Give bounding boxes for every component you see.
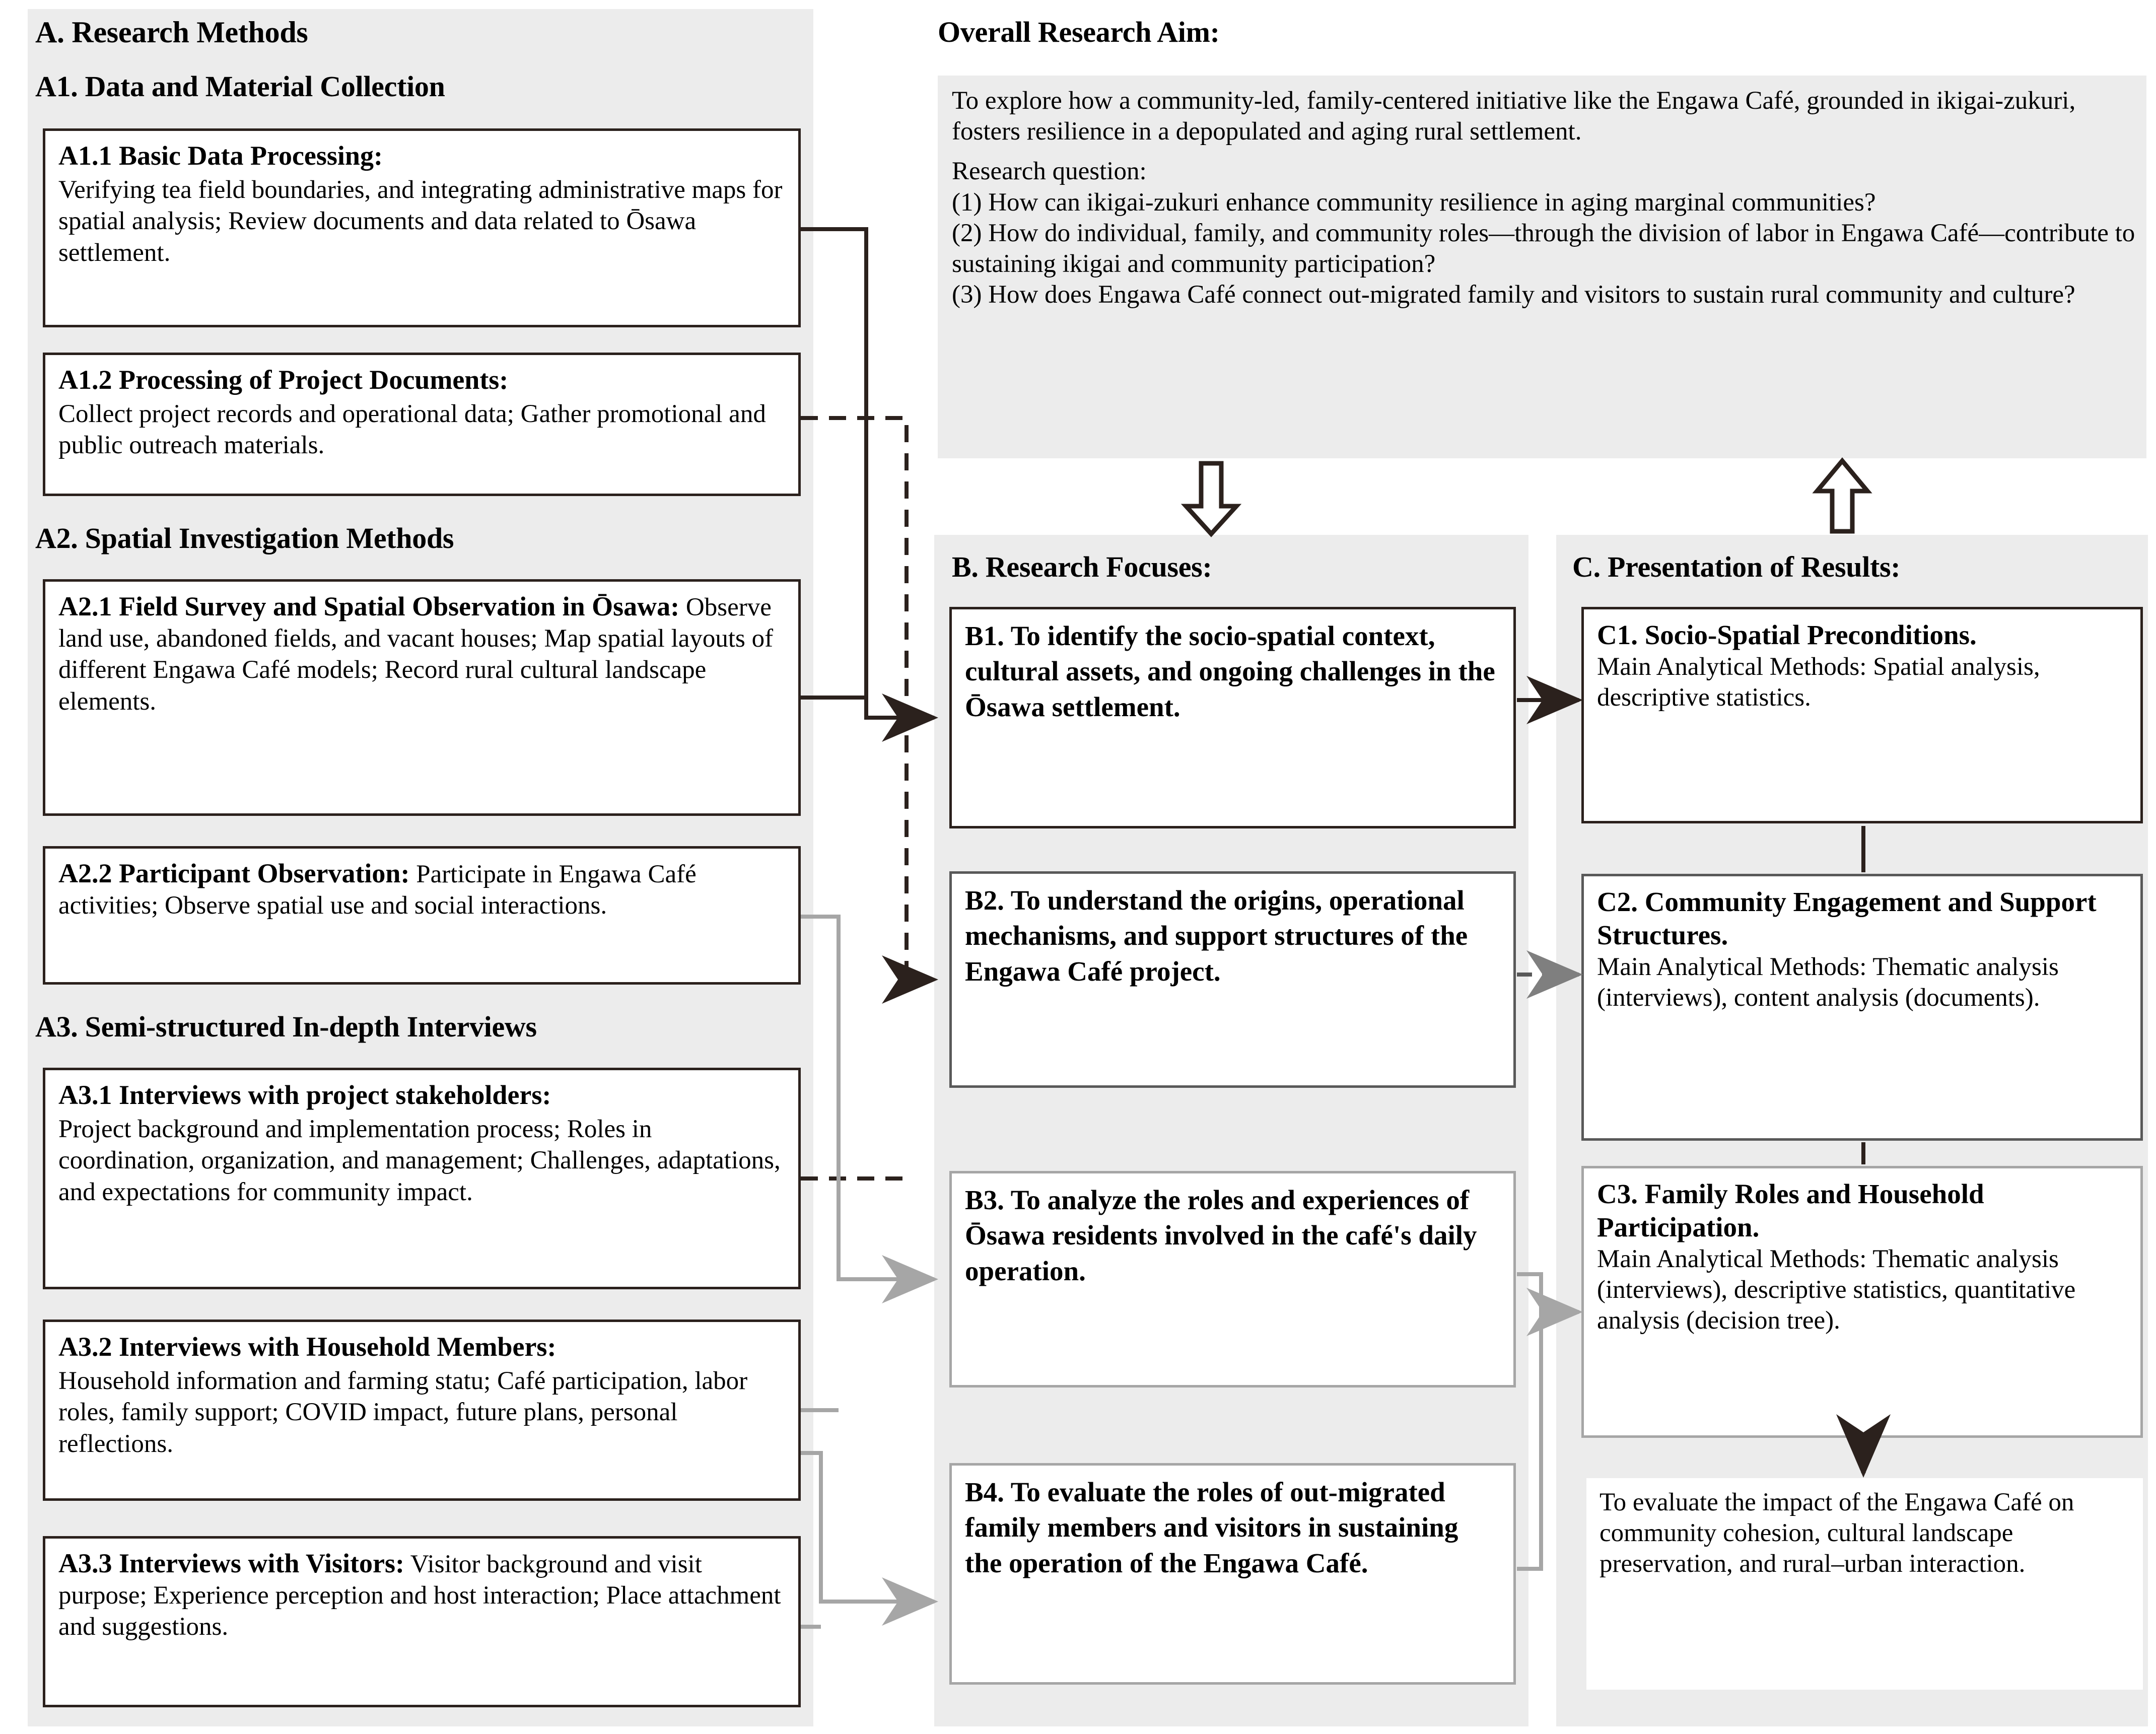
panel-aim-title: Overall Research Aim: (938, 16, 1220, 48)
box-a3-1-body: Project background and implementation pr… (58, 1115, 781, 1206)
box-a1-1-body: Verifying tea field boundaries, and inte… (58, 176, 783, 267)
wire-a-to-b3 (801, 915, 938, 1412)
block-arrow-up-c-to-aim (1812, 457, 1872, 534)
research-question-3: (3) How does Engawa Café connect out-mig… (952, 281, 2075, 309)
box-c4-body: To evaluate the impact of the Engawa Caf… (1599, 1488, 2074, 1578)
box-c2-community-engagement-support: C2. Community Engagement and Support Str… (1581, 874, 2143, 1141)
box-a3-2-interviews-household-members: A3.2 Interviews with Household Members: … (43, 1320, 801, 1501)
box-c2-body: Main Analytical Methods: Thematic analys… (1597, 953, 2059, 1012)
wire-a-to-b2 (801, 416, 938, 1181)
box-b3-title: B3. To analyze the roles and experiences… (965, 1185, 1477, 1286)
box-a2-1-body: Observe land use, abandoned fields, and … (58, 593, 774, 716)
box-c3-title: C3. Family Roles and Household Participa… (1597, 1178, 1984, 1242)
box-a1-1-title: A1.1 Basic Data Processing: (58, 141, 383, 171)
box-a2-1-field-survey-spatial-observation: A2.1 Field Survey and Spatial Observatio… (43, 579, 801, 816)
box-a3-2-title: A3.2 Interviews with Household Members: (58, 1332, 557, 1362)
box-a3-2-body: Household information and farming statu;… (58, 1367, 748, 1458)
box-a1-2-processing-project-documents: A1.2 Processing of Project Documents: Co… (43, 353, 801, 496)
wire-a-to-b4 (801, 1451, 938, 1629)
box-c3-family-roles-household-participation: C3. Family Roles and Household Participa… (1581, 1166, 2143, 1438)
box-a1-2-title: A1.2 Processing of Project Documents: (58, 365, 509, 395)
box-c4-overall-evaluation: To evaluate the impact of the Engawa Caf… (1586, 1478, 2143, 1690)
box-a2-2-title: A2.2 Participant Observation: (58, 858, 410, 888)
section-a2-title: A2. Spatial Investigation Methods (35, 522, 454, 554)
box-b1-identify-socio-spatial-context: B1. To identify the socio-spatial contex… (949, 607, 1516, 828)
box-c3-body: Main Analytical Methods: Thematic analys… (1597, 1245, 2076, 1335)
block-arrow-down-aim-to-b (1180, 461, 1242, 537)
box-c2-title: C2. Community Engagement and Support Str… (1597, 886, 2097, 950)
research-question-1: (1) How can ikigai-zukuri enhance commun… (952, 188, 1876, 217)
box-a3-1-interviews-project-stakeholders: A3.1 Interviews with project stakeholder… (43, 1068, 801, 1289)
box-a3-3-title: A3.3 Interviews with Visitors: (58, 1548, 404, 1578)
box-b1-title: B1. To identify the socio-spatial contex… (965, 620, 1495, 722)
box-b4-evaluate-outmigrated-visitors: B4. To evaluate the roles of out-migrate… (949, 1463, 1516, 1685)
box-a3-3-interviews-visitors: A3.3 Interviews with Visitors: Visitor b… (43, 1536, 801, 1707)
research-aim-text-block: To explore how a community-led, family-c… (952, 86, 2135, 310)
panel-research-aim-background (938, 76, 2146, 458)
box-a2-2-body: Participate in Engawa Café activities; O… (58, 860, 697, 920)
box-a1-1-basic-data-processing: A1.1 Basic Data Processing: Verifying te… (43, 128, 801, 327)
research-question-label: Research question: (952, 157, 1147, 186)
box-b4-title: B4. To evaluate the roles of out-migrate… (965, 1477, 1458, 1578)
box-a2-2-participant-observation: A2.2 Participant Observation: Participat… (43, 846, 801, 985)
box-c1-title: C1. Socio-Spatial Preconditions. (1597, 619, 1977, 650)
box-a3-1-title: A3.1 Interviews with project stakeholder… (58, 1080, 551, 1110)
box-b2-understand-origins-mechanisms: B2. To understand the origins, operation… (949, 871, 1516, 1088)
box-c1-socio-spatial-preconditions: C1. Socio-Spatial Preconditions. Main An… (1581, 607, 2143, 823)
panel-b-title: B. Research Focuses: (952, 550, 1212, 583)
box-a1-2-body: Collect project records and operational … (58, 400, 766, 460)
box-c1-body: Main Analytical Methods: Spatial analysi… (1597, 653, 2040, 712)
panel-a-title: A. Research Methods (35, 16, 308, 49)
panel-c-title: C. Presentation of Results: (1572, 550, 1901, 583)
wire-a-to-b1 (801, 227, 938, 742)
research-aim-statement: To explore how a community-led, family-c… (952, 87, 2076, 146)
box-b3-analyze-resident-roles: B3. To analyze the roles and experiences… (949, 1171, 1516, 1388)
section-a1-title: A1. Data and Material Collection (35, 70, 445, 103)
section-a3-title: A3. Semi-structured In-depth Interviews (35, 1010, 537, 1043)
box-a2-1-title: A2.1 Field Survey and Spatial Observatio… (58, 591, 680, 621)
research-question-2: (2) How do individual, family, and commu… (952, 219, 2135, 278)
box-b2-title: B2. To understand the origins, operation… (965, 885, 1468, 987)
box-a3-3-body: Visitor background and visit purpose; Ex… (58, 1550, 781, 1641)
